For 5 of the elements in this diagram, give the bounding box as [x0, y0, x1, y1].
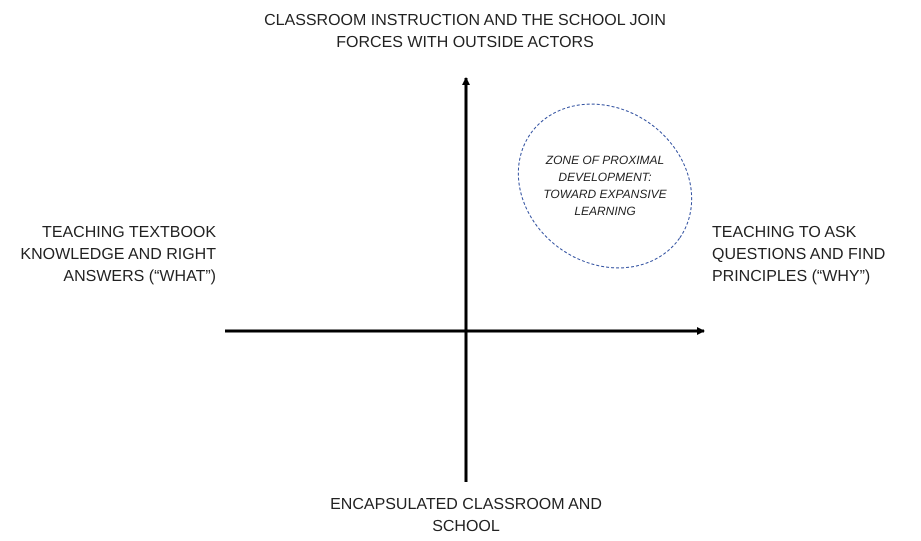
- axis-label: CLASSROOM INSTRUCTION AND THE SCHOOL JOIN FORCES WITH OUTSIDE ACTORS: [263, 11, 667, 53]
- zone-label: ZONE OF PROXIMAL DEVELOPMENT: TOWARD EXPANSIVE LEARNING: [542, 152, 668, 220]
- axis-label: TEACHING TEXTBOOK KNOWLEDGE AND RIGHT ANSWERS (“WHAT”): [19, 223, 216, 287]
- axis-label: TEACHING TO ASK QUESTIONS AND FIND PRINCIPLES (“WHY”): [712, 223, 886, 287]
- axis-label: ENCAPSULATED CLASSROOM AND SCHOOL: [330, 495, 602, 537]
